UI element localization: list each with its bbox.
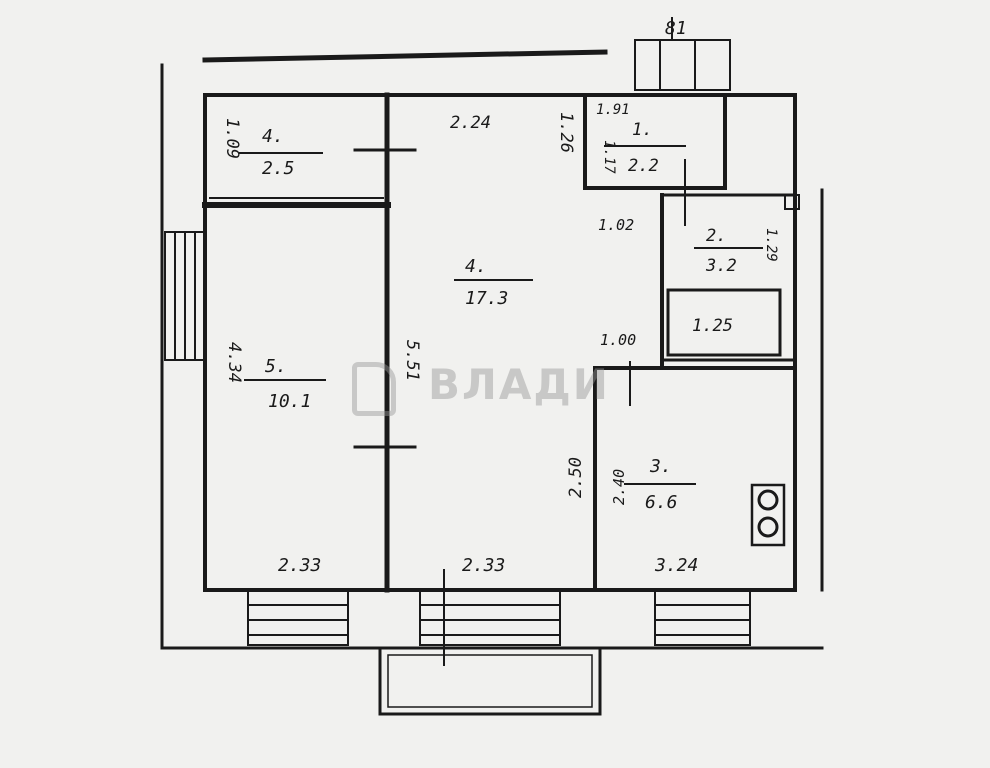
room-area-bath: 2.2 — [628, 156, 659, 176]
dim-left-109: 1.09 — [222, 118, 242, 159]
watermark-logo-icon — [352, 362, 396, 416]
bathtub — [666, 288, 782, 357]
dim-door-102: 1.02 — [598, 216, 635, 234]
bottom-window-right — [654, 589, 751, 646]
room-number-bath: 1. — [632, 120, 653, 140]
room-number-pantry: 4. — [262, 126, 284, 147]
watermark-text: ВЛАДИ — [428, 360, 610, 409]
dim-top-224: 2.24 — [450, 113, 491, 133]
dim-bath-191: 1.91 — [596, 102, 630, 118]
dim-mid-126: 1.26 — [556, 112, 576, 153]
dim-kitchen-240: 2.40 — [610, 468, 628, 505]
dim-bottom-233b: 2.33 — [462, 555, 506, 576]
room-area-pantry: 2.5 — [262, 158, 295, 179]
room-number-kitchen: 3. — [650, 456, 672, 477]
dim-kitchen-250: 2.50 — [566, 457, 586, 498]
dim-top-81: 81 — [665, 18, 687, 39]
room-number-bedroom: 5. — [265, 356, 287, 377]
room-number-living: 4. — [465, 256, 487, 277]
top-facade-line — [202, 49, 608, 63]
dim-left-434: 4.34 — [224, 342, 244, 383]
dim-wc-125: 1.25 — [692, 316, 733, 336]
balcony — [378, 646, 602, 716]
room-number-wc: 2. — [706, 226, 727, 246]
room-area-bedroom: 10.1 — [268, 391, 312, 412]
dim-bottom-324: 3.24 — [655, 555, 699, 576]
room-area-wc: 3.2 — [706, 256, 737, 276]
wc-shaft — [784, 194, 800, 210]
room-area-living: 17.3 — [465, 288, 509, 309]
dim-bottom-233a: 2.33 — [278, 555, 322, 576]
dim-bath-117: 1.17 — [601, 140, 617, 174]
dim-kitchen-100: 1.00 — [600, 331, 637, 349]
dim-partition-551: 5.51 — [402, 340, 422, 381]
room-area-kitchen: 6.6 — [645, 492, 678, 513]
bottom-window-left — [247, 589, 349, 646]
vent-shaft — [634, 39, 731, 91]
dim-wc-129: 1.29 — [763, 228, 779, 262]
bottom-window-middle — [419, 569, 561, 666]
stove — [750, 483, 786, 547]
